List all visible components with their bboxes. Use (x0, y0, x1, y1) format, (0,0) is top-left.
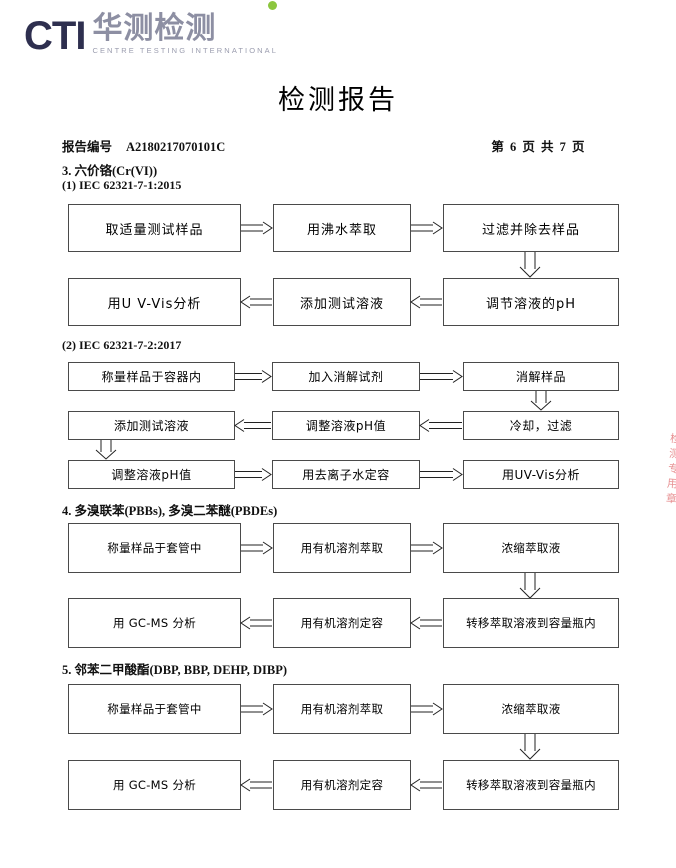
arrow-right-icon (420, 370, 463, 383)
flow-box: 转移萃取溶液到容量瓶内 (443, 598, 619, 648)
red-stamp-watermark: 检测专用章 (663, 432, 676, 509)
page-number: 第 6 页 共 7 页 (491, 140, 586, 154)
flow-box: 浓缩萃取液 (443, 684, 619, 734)
flow-box: 转移萃取溶液到容量瓶内 (443, 760, 619, 810)
flow-box: 添加测试溶液 (273, 278, 411, 326)
arrow-left-icon (240, 616, 273, 630)
logo-wordmark: 华测检测 CENTRE TESTING INTERNATIONAL (92, 13, 278, 56)
flow-box: 用U V-Vis分析 (68, 278, 241, 326)
section-heading-phthalates: 5. 邻苯二甲酸酯(DBP, BBP, DEHP, DIBP) (62, 663, 288, 677)
flow-box: 用 GC-MS 分析 (68, 760, 241, 810)
flow-box: 调整溶液pH值 (272, 411, 420, 440)
arrow-right-icon (235, 468, 272, 481)
flow-box: 浓缩萃取液 (443, 523, 619, 573)
arrow-down-icon (518, 734, 544, 760)
logo-english-name: CENTRE TESTING INTERNATIONAL (92, 46, 279, 55)
flow-box: 称量样品于套管中 (68, 523, 241, 573)
flow-box: 用有机溶剂定容 (273, 598, 411, 648)
page-title: 检测报告 (278, 85, 398, 116)
report-number-label: 报告编号 (62, 140, 113, 154)
arrow-right-icon (411, 221, 443, 235)
flow-box: 称量样品于套管中 (68, 684, 241, 734)
flow-box: 用有机溶剂萃取 (273, 684, 411, 734)
flow-box: 冷却，过滤 (463, 411, 619, 440)
flow-box: 取适量测试样品 (68, 204, 241, 252)
flow-box: 用有机溶剂萃取 (273, 523, 411, 573)
cti-logo: CTI 华测检测 CENTRE TESTING INTERNATIONAL (24, 1, 278, 58)
flow-box: 称量样品于容器内 (68, 362, 235, 391)
flow-box: 用有机溶剂定容 (273, 760, 411, 810)
arrow-down-icon (518, 252, 544, 278)
arrow-right-icon (420, 468, 463, 481)
arrow-left-icon (240, 295, 273, 309)
logo-chinese-name: 华测检测 (92, 11, 217, 46)
section-heading-pbb-pbde: 4. 多溴联苯(PBBs), 多溴二苯醚(PBDEs) (62, 504, 278, 518)
arrow-right-icon (235, 370, 272, 383)
flow-box: 加入消解试剂 (272, 362, 420, 391)
report-meta: 报告编号 A2180217070101C 第 6 页 共 7 页 (62, 136, 662, 154)
arrow-down-icon (518, 573, 544, 599)
arrow-down-icon (95, 440, 119, 460)
section-heading-cr6: 3. 六价铬(Cr(VI)) (62, 164, 158, 178)
subsection-heading-iec-62321-7-2: (2) IEC 62321-7-2:2017 (62, 338, 182, 352)
arrow-right-icon (241, 702, 273, 716)
flow-box: 消解样品 (463, 362, 619, 391)
flow-box: 过滤并除去样品 (443, 204, 619, 252)
report-number-value: A2180217070101C (126, 140, 226, 154)
flow-box: 添加测试溶液 (68, 411, 235, 440)
report-number-block: 报告编号 A2180217070101C (62, 136, 225, 155)
arrow-left-icon (410, 616, 443, 630)
flow-box: 用 GC-MS 分析 (68, 598, 241, 648)
logo-green-dot-icon (268, 1, 278, 10)
arrow-down-icon (530, 391, 554, 411)
subsection-heading-iec-62321-7-1: (1) IEC 62321-7-1:2015 (62, 178, 182, 192)
arrow-left-icon (240, 778, 273, 792)
arrow-right-icon (241, 541, 273, 555)
flow-box: 用去离子水定容 (272, 460, 420, 489)
arrow-left-icon (419, 419, 463, 432)
flow-box: 用沸水萃取 (273, 204, 411, 252)
arrow-right-icon (241, 221, 273, 235)
arrow-right-icon (411, 541, 443, 555)
flow-box: 调节溶液的pH (443, 278, 619, 326)
logo-mark-text: CTI (24, 14, 86, 58)
flow-box: 用UV-Vis分析 (463, 460, 619, 489)
flow-box: 调整溶液pH值 (68, 460, 235, 489)
arrow-left-icon (234, 419, 272, 432)
arrow-left-icon (410, 295, 443, 309)
arrow-right-icon (411, 702, 443, 716)
arrow-left-icon (410, 778, 443, 792)
